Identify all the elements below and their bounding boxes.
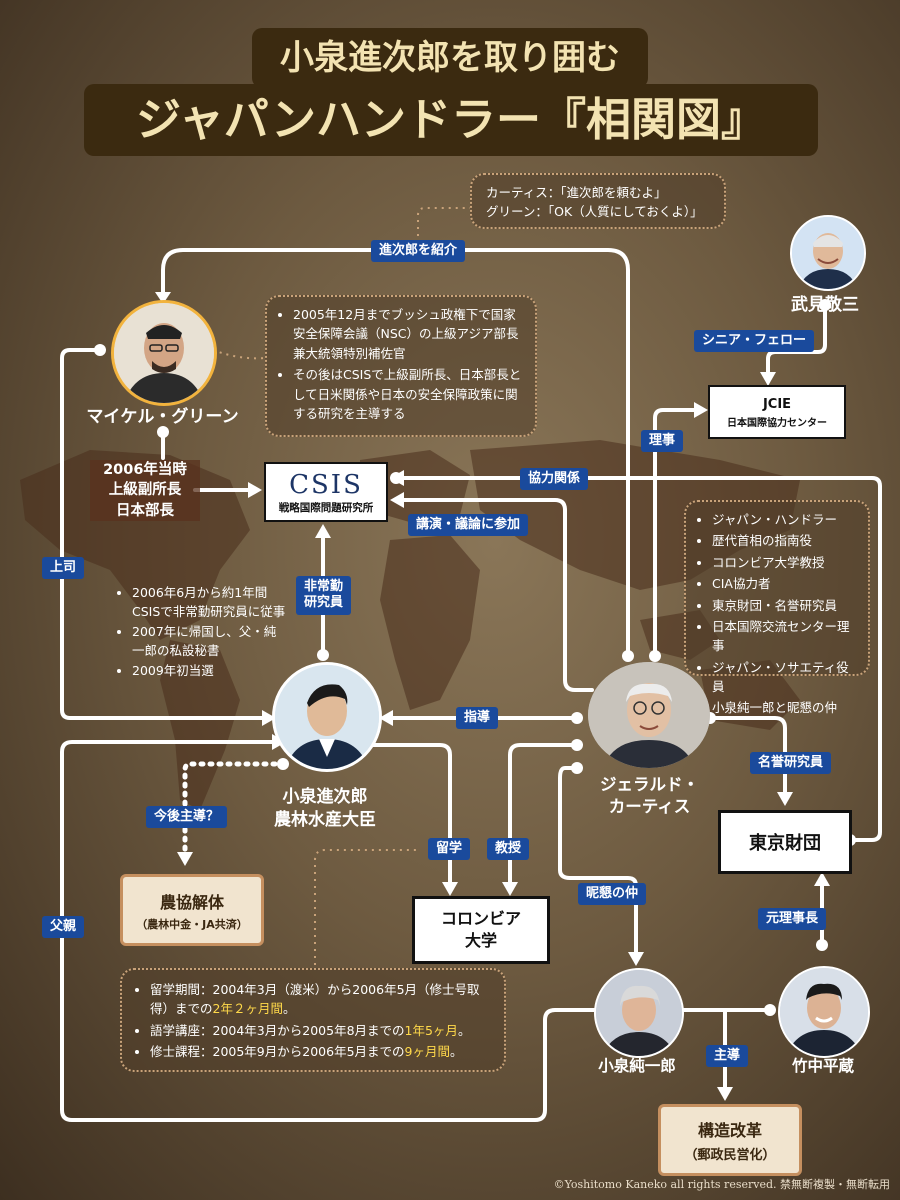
title-line-1: 小泉進次郎を取り囲む xyxy=(252,28,648,88)
tag-future: 今後主導？ xyxy=(146,806,228,829)
michael-green-name: マイケル・グリーン xyxy=(86,407,239,427)
tag-line: 研究員 xyxy=(304,595,344,611)
csis-logo: CSIS xyxy=(289,469,363,500)
person-icon xyxy=(114,303,214,403)
green-bio-bubble: 2005年12月までブッシュ政権下で国家安全保障会議（NSC）の上級アジア部長兼… xyxy=(265,295,537,437)
copyright: ©Yoshitomo Kaneko all rights reserved. 禁… xyxy=(553,1178,890,1191)
takenaka-avatar xyxy=(778,966,870,1058)
tag-close: 昵懇の仲 xyxy=(578,883,647,906)
columbia-line: 大学 xyxy=(464,931,497,950)
junichiro-avatar xyxy=(594,968,684,1058)
tag-cooperation: 協力関係 xyxy=(520,468,589,491)
bio-item: 2007年に帰国し、父・純一郎の私設秘書 xyxy=(132,622,288,661)
tag-introduce: 進次郎を紹介 xyxy=(371,240,466,263)
columbia-box: コロンビア 大学 xyxy=(412,896,550,964)
tag-lead: 主導 xyxy=(706,1045,749,1068)
curtis-bio-bubble: ジャパン・ハンドラー 歴代首相の指南役 コロンビア大学教授 CIA協力者 東京財… xyxy=(684,500,870,715)
jcie-logo: JCIE xyxy=(762,396,792,412)
study-bubble: 留学期間：2004年3月（渡米）から2006年5月（修士号取得）までの2年２ヶ月… xyxy=(120,968,506,1072)
bio-item: 日本国際交流センター理事 xyxy=(712,617,858,656)
shinjiro-name: 小泉進次郎 農林水産大臣 xyxy=(255,786,395,832)
curtis-name: ジェラルド・ カーティス xyxy=(577,774,722,819)
noukyo-title: 農協解体 xyxy=(159,892,224,912)
name-line: 小泉進次郎 xyxy=(282,787,368,807)
tokyo-zaidan-box: 東京財団 xyxy=(718,810,852,874)
shinjiro-avatar xyxy=(272,662,382,772)
columbia-line: コロンビア xyxy=(440,909,521,929)
quote-bubble: カーティス：「進次郎を頼むよ」 グリーン：「OK（人質にしておくよ）」 xyxy=(470,173,726,229)
title-line: 農林水産大臣 xyxy=(274,809,376,830)
noukyo-box: 農協解体 （農林中金・JA共済） xyxy=(120,874,264,946)
takemi-name: 武見敬三 xyxy=(791,295,859,315)
bio-item: 2006年6月から約1年間CSISで非常勤研究員に従事 xyxy=(132,583,288,622)
name-line: ジェラルド・ xyxy=(600,775,699,794)
person-icon xyxy=(596,970,682,1056)
shinjiro-bio: 2006年6月から約1年間CSISで非常勤研究員に従事 2007年に帰国し、父・… xyxy=(118,583,288,680)
quote-line: カーティス：「進次郎を頼むよ」 xyxy=(486,185,667,200)
curtis-avatar xyxy=(588,662,710,768)
quote-line: グリーン：「OK（人質にしておくよ）」 xyxy=(486,204,703,220)
tag-senior-fellow: シニア・フェロー xyxy=(694,330,815,353)
csis-name: 戦略国際問題研究所 xyxy=(278,501,374,514)
role-line: 日本部長 xyxy=(116,502,174,519)
role-line: 上級副所長 xyxy=(108,482,182,499)
bio-item: 2009年初当選 xyxy=(132,661,288,680)
kozo-title: 構造改革 xyxy=(697,1121,762,1140)
bio-item: 小泉純一郎と昵懇の仲 xyxy=(712,698,858,717)
jcie-box: JCIE 日本国際協力センター xyxy=(708,385,846,439)
michael-green-avatar xyxy=(111,300,217,406)
kozo-sub: （郵政民営化） xyxy=(684,1148,776,1163)
bio-item: ジャパン・ソサエティ役員 xyxy=(712,658,858,697)
role-line: 2006年当時 xyxy=(103,462,187,478)
tag-guidance: 指導 xyxy=(456,707,499,730)
green-role-label: 2006年当時 上級副所長 日本部長 xyxy=(90,460,200,521)
tag-honorary: 名誉研究員 xyxy=(750,752,832,775)
tag-study: 留学 xyxy=(428,838,471,861)
tag-boss: 上司 xyxy=(42,557,85,580)
study-item: 留学期間：2004年3月（渡米）から2006年5月（修士号取得）までの2年２ヶ月… xyxy=(150,980,492,1019)
name-line: カーティス xyxy=(608,797,691,817)
tag-father: 父親 xyxy=(42,916,85,939)
jcie-name: 日本国際協力センター xyxy=(727,417,827,429)
bio-item: コロンビア大学教授 xyxy=(712,553,858,572)
bio-item: 東京財団・名誉研究員 xyxy=(712,596,858,615)
tag-lecture: 講演・議論に参加 xyxy=(408,514,529,537)
takenaka-name: 竹中平蔵 xyxy=(791,1057,854,1075)
tag-professor: 教授 xyxy=(487,838,530,861)
tag-parttime: 非常勤 研究員 xyxy=(296,576,352,615)
study-item: 修士課程：2005年9月から2006年5月までの9ヶ月間。 xyxy=(150,1042,492,1061)
tag-line: 非常勤 xyxy=(304,579,344,594)
bio-item: 歴代首相の指南役 xyxy=(712,531,858,550)
takemi-avatar xyxy=(790,215,866,291)
noukyo-sub: （農林中金・JA共済） xyxy=(136,917,248,931)
person-icon xyxy=(780,968,868,1056)
person-icon xyxy=(792,217,864,289)
person-icon xyxy=(588,662,710,768)
kozo-box: 構造改革 （郵政民営化） xyxy=(658,1104,802,1176)
bio-item: 2005年12月までブッシュ政権下で国家安全保障会議（NSC）の上級アジア部長兼… xyxy=(293,305,525,363)
bio-item: その後はCSISで上級副所長、日本部長として日米関係や日本の安全保障政策に関する… xyxy=(293,365,525,423)
study-item: 語学講座：2004年3月から2005年8月までの1年5ヶ月。 xyxy=(150,1021,492,1040)
bio-item: ジャパン・ハンドラー xyxy=(712,510,858,529)
title-line-2: ジャパンハンドラー『相関図』 xyxy=(84,84,818,156)
junichiro-name: 小泉純一郎 xyxy=(598,1057,676,1075)
tag-former-chair: 元理事長 xyxy=(758,908,827,931)
bio-item: CIA協力者 xyxy=(712,574,858,593)
tag-director: 理事 xyxy=(641,430,684,453)
csis-box: CSIS 戦略国際問題研究所 xyxy=(264,462,388,522)
person-icon xyxy=(275,665,379,769)
